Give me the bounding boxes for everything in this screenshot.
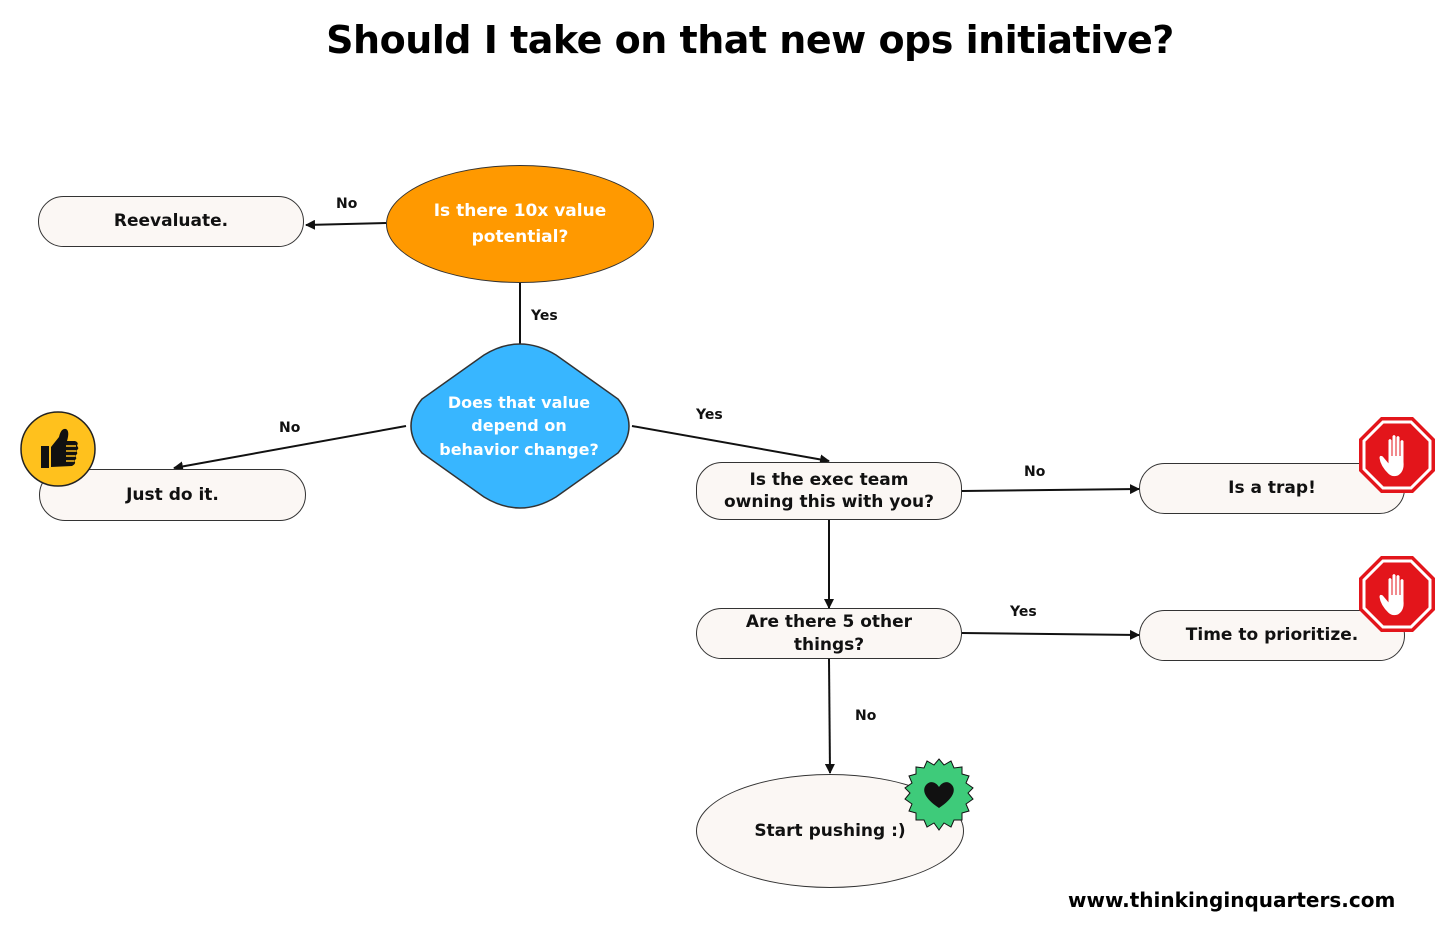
stop-hand-icon bbox=[1359, 417, 1435, 493]
outcome-start-pushing-label: Start pushing :) bbox=[754, 820, 906, 841]
outcome-just-do-it: Just do it. bbox=[39, 469, 306, 521]
edge-label-q2-yes: Yes bbox=[696, 407, 723, 423]
edge-label-q4-yes: Yes bbox=[1010, 604, 1037, 620]
edge-label-q2-no: No bbox=[279, 420, 301, 436]
edge-label-q4-no: No bbox=[855, 708, 877, 724]
stop-hand-icon bbox=[1359, 556, 1435, 632]
question-10x-value-label: Is there 10x value potential? bbox=[433, 200, 607, 247]
edge-label-q3-no: No bbox=[1024, 464, 1046, 480]
edge-q3-no bbox=[961, 484, 1140, 495]
edge-q1-no bbox=[305, 219, 387, 230]
outcome-reevaluate-label: Reevaluate. bbox=[113, 211, 229, 232]
question-behavior-change-label: Does that value depend on behavior chang… bbox=[439, 393, 599, 459]
edge-q4-no bbox=[824, 658, 835, 774]
question-behavior-change-shape bbox=[410, 343, 630, 509]
question-exec-team-label: Is the exec team owning this with you? bbox=[723, 469, 934, 512]
edge-q2-no bbox=[173, 425, 407, 472]
page-title: Should I take on that new ops initiative… bbox=[326, 18, 1174, 62]
question-behavior-change: Does that value depend on behavior chang… bbox=[434, 376, 604, 476]
question-10x-value: Is there 10x value potential? bbox=[386, 165, 654, 283]
question-other-things-label: Are there 5 other things? bbox=[745, 612, 913, 655]
edge-q4-yes bbox=[961, 629, 1140, 640]
question-other-things: Are there 5 other things? bbox=[696, 608, 962, 659]
footer-url: www.thinkinginquarters.com bbox=[1068, 888, 1396, 912]
outcome-trap-label: Is a trap! bbox=[1228, 478, 1316, 499]
heart-badge-icon bbox=[904, 758, 974, 831]
edge-label-q1-no: No bbox=[336, 196, 358, 212]
thumbs-up-icon bbox=[20, 411, 96, 487]
edge-label-q1-yes: Yes bbox=[531, 308, 558, 324]
outcome-reevaluate: Reevaluate. bbox=[38, 196, 304, 247]
edge-q2-yes bbox=[631, 425, 830, 465]
outcome-just-do-it-label: Just do it. bbox=[126, 484, 219, 505]
outcome-prioritize-label: Time to prioritize. bbox=[1185, 625, 1359, 646]
outcome-prioritize: Time to prioritize. bbox=[1139, 610, 1405, 661]
question-exec-team: Is the exec team owning this with you? bbox=[696, 462, 962, 520]
